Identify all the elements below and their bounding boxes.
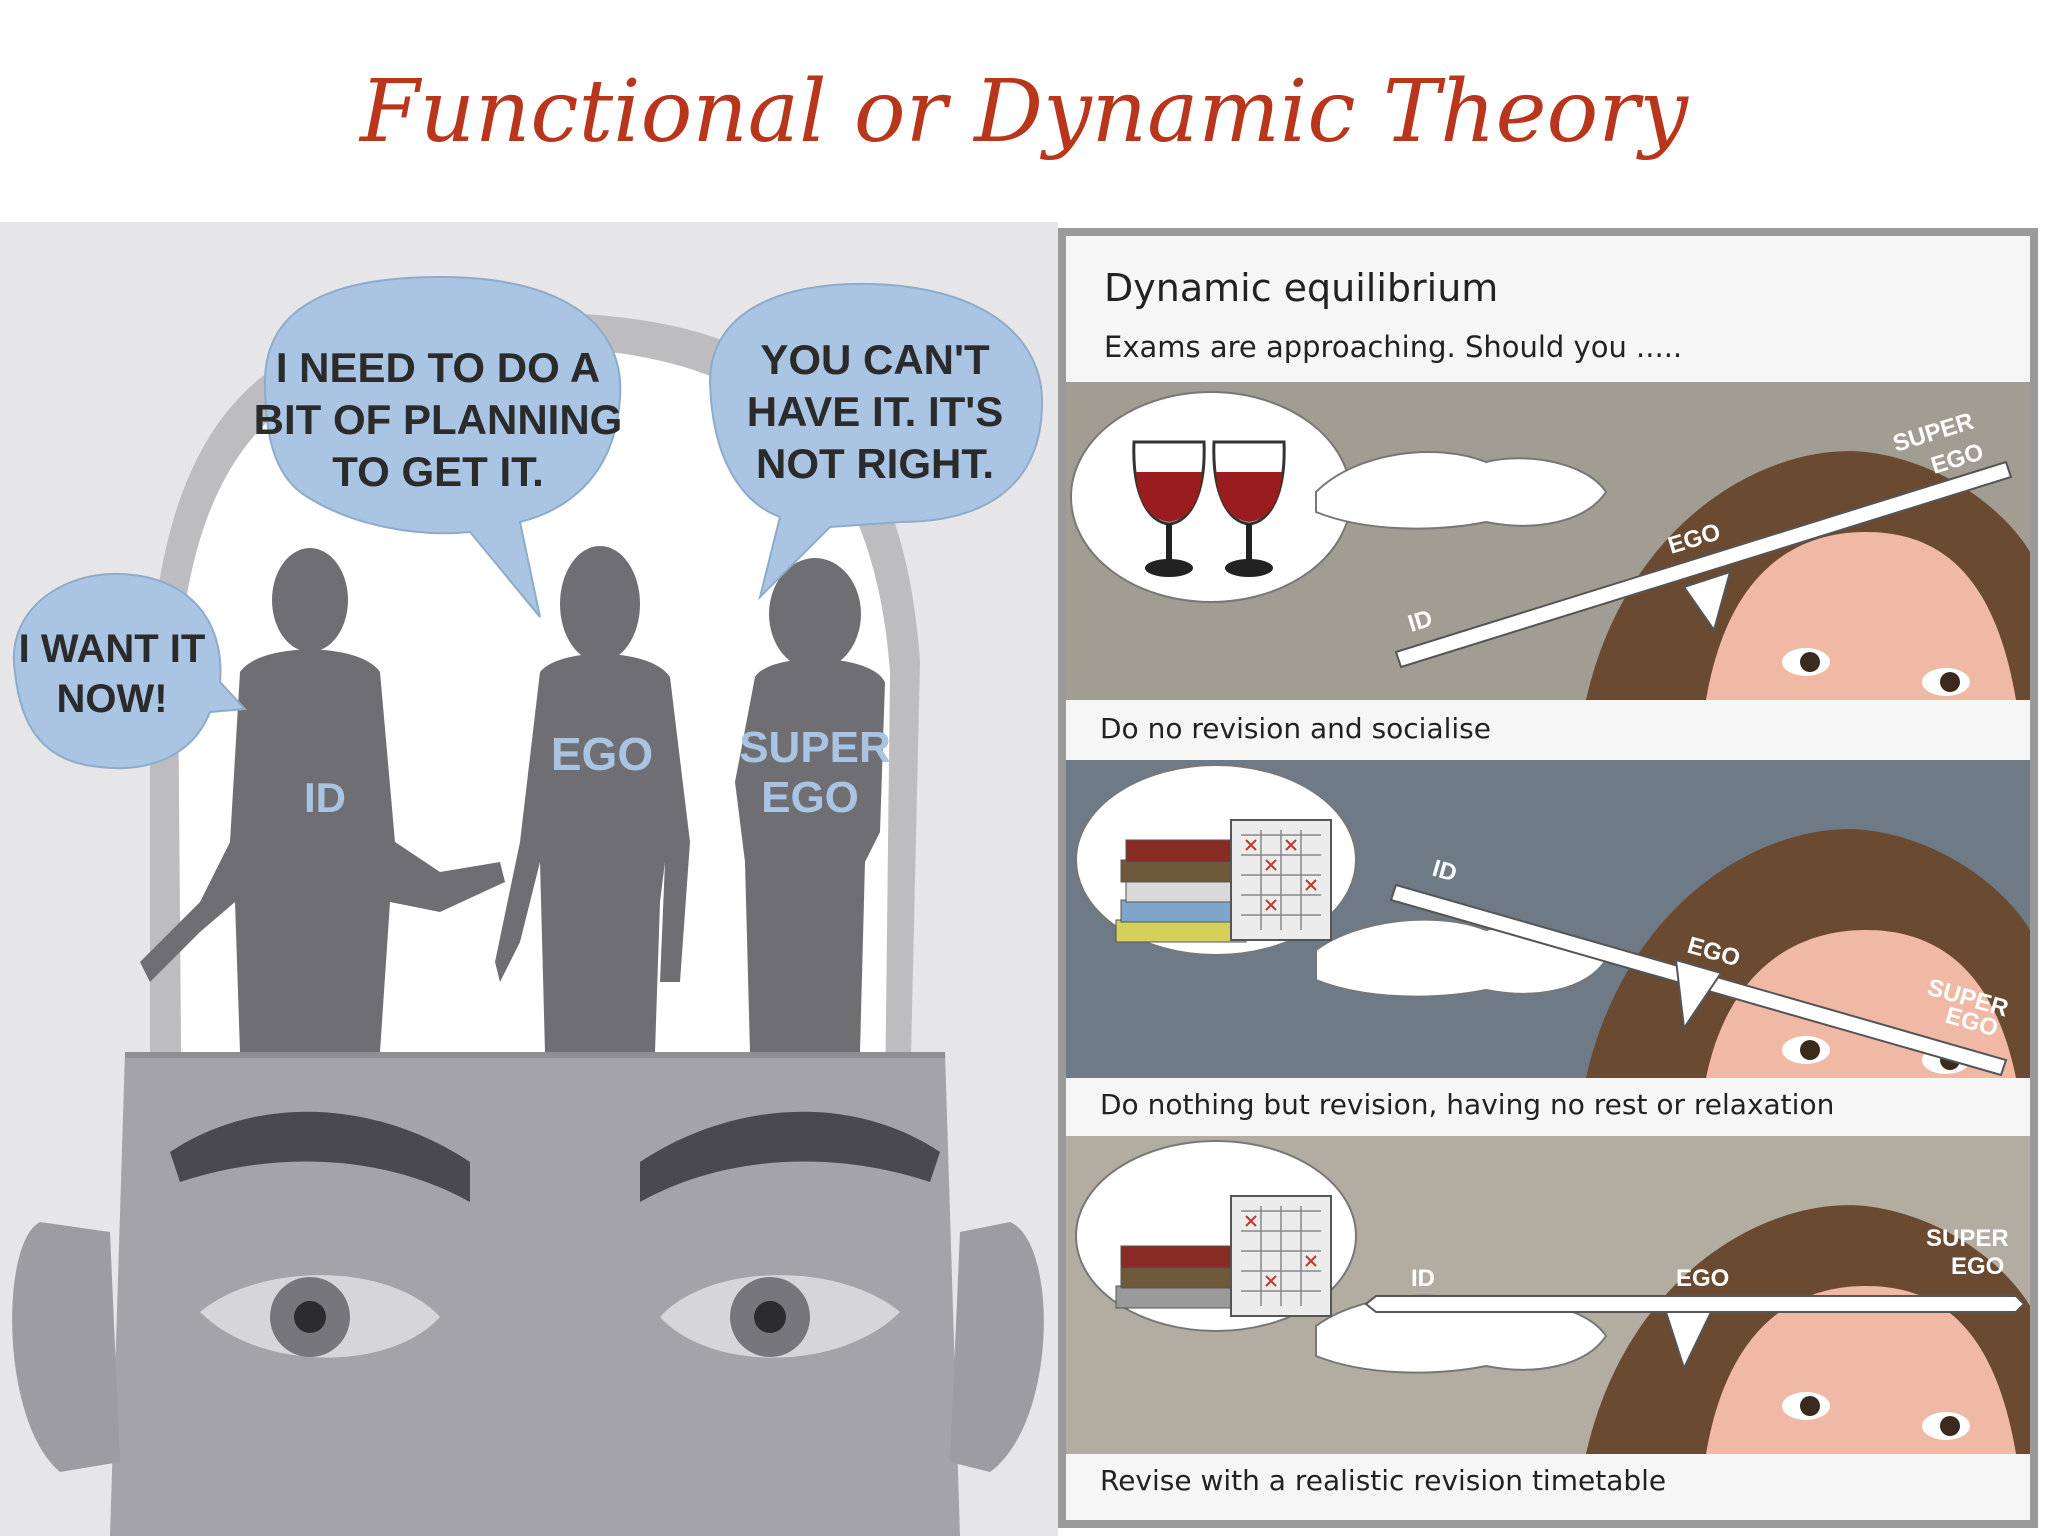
balance-scale-tilted: ID EGO SUPER EGO (1389, 855, 2011, 1077)
superego-figure-label-2: EGO (761, 773, 859, 822)
bubble-superego-line2: HAVE IT. IT'S (747, 388, 1004, 435)
scene3-superego-label-2: EGO (1951, 1253, 2004, 1280)
scene-realistic-timetable: ID EGO SUPER EGO (1066, 1136, 2030, 1454)
bubble-superego-line1: YOU CAN'T (760, 336, 990, 383)
left-cartoon: ID EGO SUPER EGO I WANT IT NOW! I NEED T… (0, 222, 1058, 1536)
bubble-id-line2: NOW! (56, 677, 167, 721)
bubble-id-line1: I WANT IT (19, 627, 206, 671)
right-eyebrow (640, 1111, 940, 1202)
scene3-ego-label: EGO (1676, 1265, 1729, 1292)
speech-bubble-superego: YOU CAN'T HAVE IT. IT'S NOT RIGHT. (708, 282, 1044, 601)
wine-glass-icon (1132, 440, 1286, 577)
scene3-superego-label-1: SUPER (1926, 1225, 2009, 1252)
left-eyebrow (170, 1111, 470, 1202)
scene3-id-label: ID (1411, 1265, 1435, 1292)
speech-bubble-id: I WANT IT NOW! (12, 572, 248, 770)
calendar-icon (1230, 1195, 1332, 1317)
scene-socialise: ID EGO SUPER EGO (1066, 382, 2030, 700)
balance-scale-tilted: ID EGO SUPER EGO (1394, 408, 2013, 669)
id-figure-label: ID (304, 774, 346, 821)
superego-figure: SUPER EGO (735, 558, 891, 1052)
id-figure: ID (140, 548, 505, 1052)
bubble-ego-line1: I NEED TO DO A (276, 344, 600, 391)
ego-figure-label: EGO (551, 728, 653, 780)
balance-scale-level: ID EGO SUPER EGO (1364, 1225, 2026, 1371)
books-icon (1115, 1245, 1232, 1309)
bubble-ego-line2: BIT OF PLANNING (254, 396, 623, 443)
bubble-superego-line3: NOT RIGHT. (756, 440, 994, 487)
slide-title: Functional or Dynamic Theory (359, 62, 1689, 162)
scene2-caption: Do nothing but revision, having no rest … (1100, 1088, 1835, 1121)
scene-only-revision: ID EGO SUPER EGO (1066, 760, 2030, 1078)
dynamic-equilibrium-panel: Dynamic equilibrium Exams are approachin… (1058, 228, 2038, 1528)
scene1-caption: Do no revision and socialise (1100, 712, 1491, 745)
speech-bubble-ego: I NEED TO DO A BIT OF PLANNING TO GET IT… (254, 275, 623, 618)
bubble-ego-line3: TO GET IT. (332, 448, 544, 495)
calendar-icon (1230, 819, 1332, 941)
superego-figure-label-1: SUPER (739, 723, 891, 772)
panel-subtitle: Exams are approaching. Should you ..... (1104, 330, 1683, 364)
ego-figure: EGO (495, 546, 690, 1052)
scene3-caption: Revise with a realistic revision timetab… (1100, 1464, 1667, 1497)
panel-title: Dynamic equilibrium (1104, 266, 1499, 310)
books-icon (1115, 839, 1247, 943)
